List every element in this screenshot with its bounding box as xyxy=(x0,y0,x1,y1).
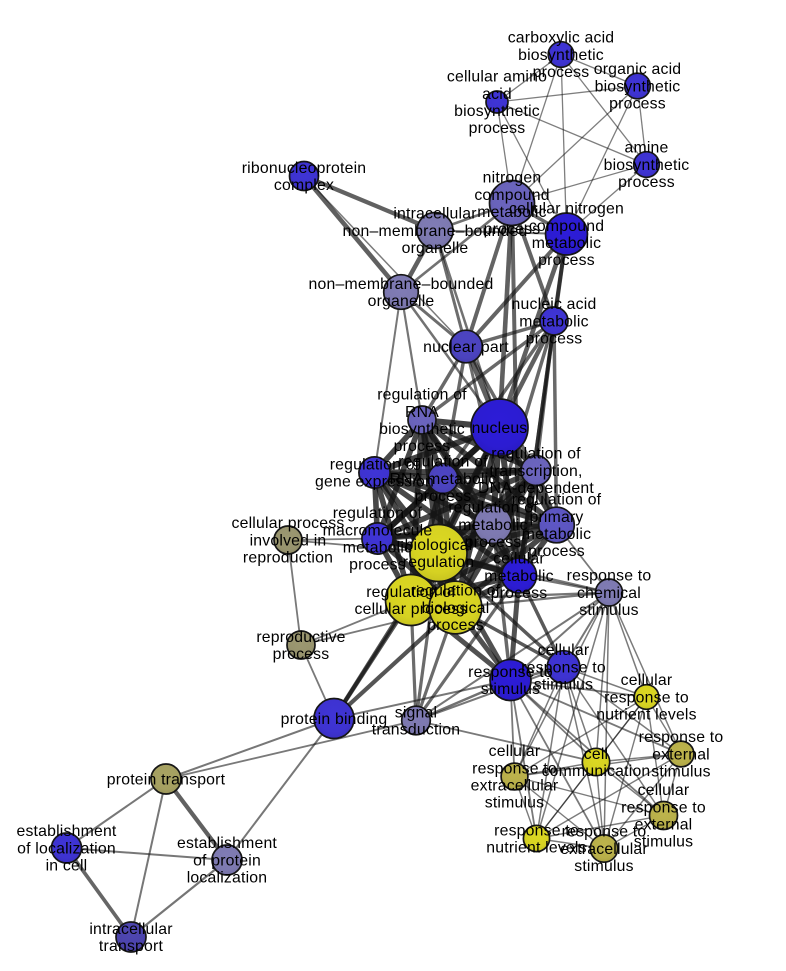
svg-text:nuclear part: nuclear part xyxy=(423,339,509,356)
svg-text:protein transport: protein transport xyxy=(107,771,226,788)
svg-text:protein binding: protein binding xyxy=(281,711,388,728)
svg-text:nucleus: nucleus xyxy=(472,420,528,437)
